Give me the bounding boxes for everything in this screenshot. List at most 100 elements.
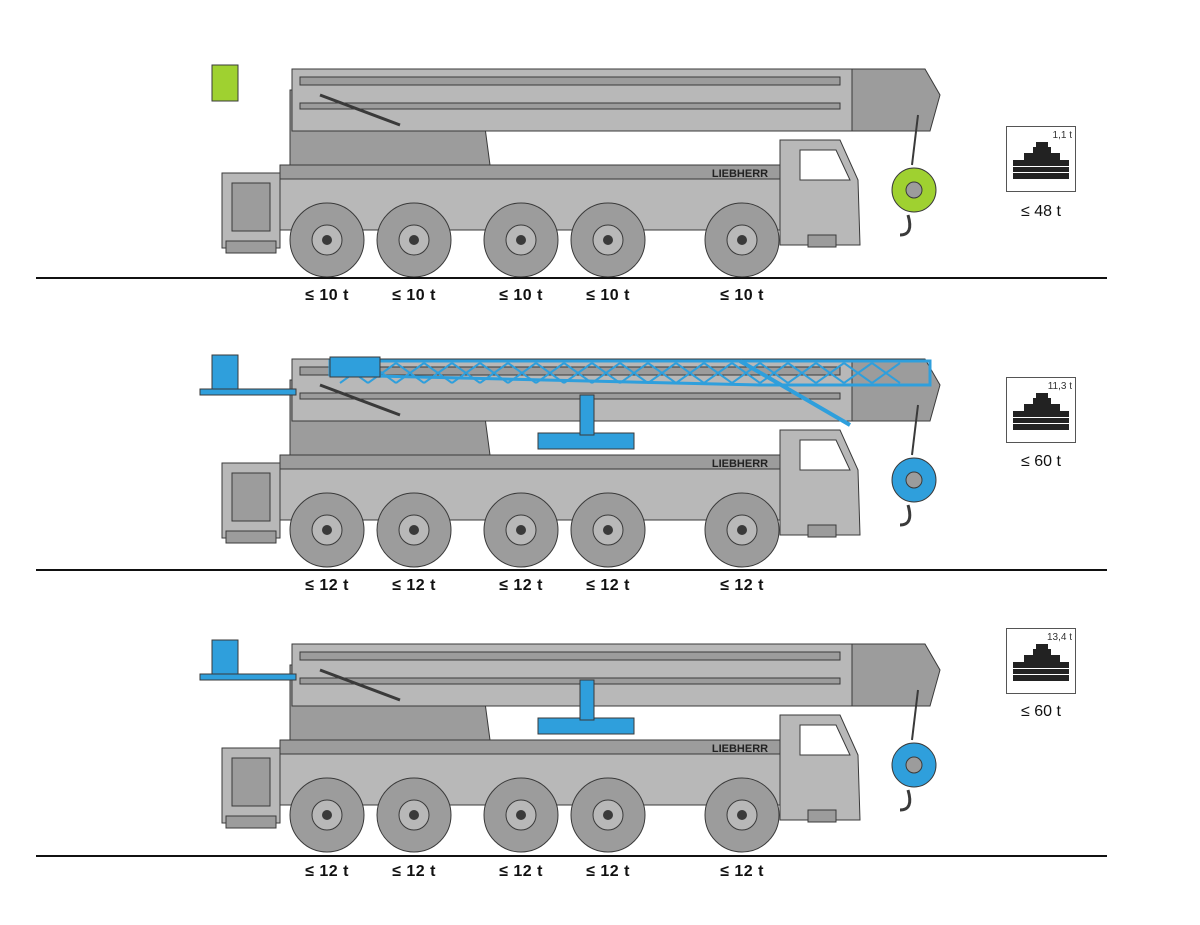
wheel-hub <box>516 810 526 820</box>
wheel-hub <box>409 235 419 245</box>
hook-pulley <box>905 756 923 774</box>
wheel-hub <box>322 235 332 245</box>
counterweight-value: 1,1 t <box>1053 130 1073 141</box>
axle-load-label: ≤ 12 t <box>586 577 630 594</box>
wheel-hub <box>322 525 332 535</box>
counterweight-icon: 13,4 t <box>1006 628 1076 694</box>
rear-support-pad <box>225 240 277 254</box>
crane-illustration-2: LIEBHERR <box>199 354 941 568</box>
ground-line-3 <box>36 855 1107 857</box>
hook <box>899 504 912 527</box>
boom-section-top <box>299 651 841 661</box>
hoist-rope <box>911 689 919 741</box>
wheel-hub <box>516 235 526 245</box>
axle-load-label: ≤ 10 t <box>586 287 630 304</box>
lattice-diagonal <box>563 362 593 384</box>
counterweight-plate <box>211 354 239 392</box>
wheel-hub <box>737 525 747 535</box>
total-weight-label: ≤ 60 t <box>1021 453 1061 470</box>
chassis-rail <box>279 739 781 755</box>
boom-section-mid <box>299 677 841 685</box>
crane-illustration-1: LIEBHERR <box>211 64 941 278</box>
cab-window <box>799 439 851 471</box>
ballast-mount <box>579 679 595 721</box>
boom-section-mid <box>299 392 841 400</box>
luffing-cylinder <box>319 93 401 127</box>
axle-load-label: ≤ 10 t <box>499 287 543 304</box>
hook <box>899 214 912 237</box>
axle-load-label: ≤ 12 t <box>720 577 764 594</box>
counterweight-beam <box>199 388 297 396</box>
hook <box>899 789 912 812</box>
rear-support-pad <box>225 815 277 829</box>
wheel-hub <box>516 525 526 535</box>
counterweight-icon: 1,1 t <box>1006 126 1076 192</box>
luffing-cylinder <box>319 383 401 417</box>
counterweight-beam <box>199 673 297 681</box>
lattice-diagonal <box>843 362 873 384</box>
hook-pulley <box>905 181 923 199</box>
lattice-diagonal <box>815 362 845 384</box>
axle-load-label: ≤ 12 t <box>305 863 349 880</box>
counterweight-value: 13,4 t <box>1047 632 1072 643</box>
total-weight-label: ≤ 48 t <box>1021 203 1061 220</box>
lattice-diagonal <box>535 362 565 384</box>
lattice-diagonal <box>367 362 397 384</box>
lattice-diagonal <box>507 362 537 384</box>
chassis-rail <box>279 454 781 470</box>
lattice-diagonal <box>451 362 481 384</box>
lattice-diagonal <box>395 362 425 384</box>
chassis-rail <box>279 164 781 180</box>
lattice-diagonal <box>647 362 677 384</box>
rear-support-pad <box>225 530 277 544</box>
rear-outrigger-panel <box>231 182 271 232</box>
luffing-cylinder <box>319 668 401 702</box>
lattice-diagonal <box>591 362 621 384</box>
crane-illustration-3: LIEBHERR <box>199 639 941 853</box>
wheel-hub <box>409 525 419 535</box>
jib-base-section <box>329 356 381 378</box>
crane-1: LIEBHERR <box>211 64 941 278</box>
hoist-rope <box>911 114 919 166</box>
front-bumper <box>807 524 837 538</box>
hook-pulley <box>905 471 923 489</box>
rear-outrigger-panel <box>231 757 271 807</box>
brand-label: LIEBHERR <box>712 743 768 755</box>
lattice-diagonal <box>479 362 509 384</box>
wheel-hub <box>737 810 747 820</box>
axle-load-label: ≤ 12 t <box>392 577 436 594</box>
axle-load-label: ≤ 12 t <box>499 863 543 880</box>
wheel-hub <box>409 810 419 820</box>
front-bumper <box>807 234 837 248</box>
counterweight-plate <box>211 639 239 677</box>
axle-load-label: ≤ 10 t <box>720 287 764 304</box>
boom-section-mid <box>299 102 841 110</box>
wheel-hub <box>737 235 747 245</box>
lattice-diagonal <box>787 362 817 384</box>
brand-label: LIEBHERR <box>712 458 768 470</box>
lattice-diagonal <box>675 362 705 384</box>
lattice-diagonal <box>703 362 733 384</box>
lattice-diagonal <box>871 362 901 384</box>
counterweight-value: 11,3 t <box>1048 381 1072 392</box>
brand-label: LIEBHERR <box>712 168 768 180</box>
jib-strut <box>738 359 852 427</box>
counterweight-icon: 11,3 t <box>1006 377 1076 443</box>
wheel-hub <box>322 810 332 820</box>
ballast-mount <box>579 394 595 436</box>
boom-head <box>851 643 941 707</box>
front-bumper <box>807 809 837 823</box>
cab-window <box>799 149 851 181</box>
lattice-diagonal <box>759 362 789 384</box>
hoist-rope <box>911 404 919 456</box>
lattice-diagonal <box>731 362 761 384</box>
boom-head <box>851 68 941 132</box>
axle-load-label: ≤ 10 t <box>305 287 349 304</box>
total-weight-label: ≤ 60 t <box>1021 703 1061 720</box>
ground-line-1 <box>36 277 1107 279</box>
wheel-hub <box>603 810 613 820</box>
wheel-hub <box>603 525 613 535</box>
lattice-diagonal <box>619 362 649 384</box>
rear-outrigger-panel <box>231 472 271 522</box>
